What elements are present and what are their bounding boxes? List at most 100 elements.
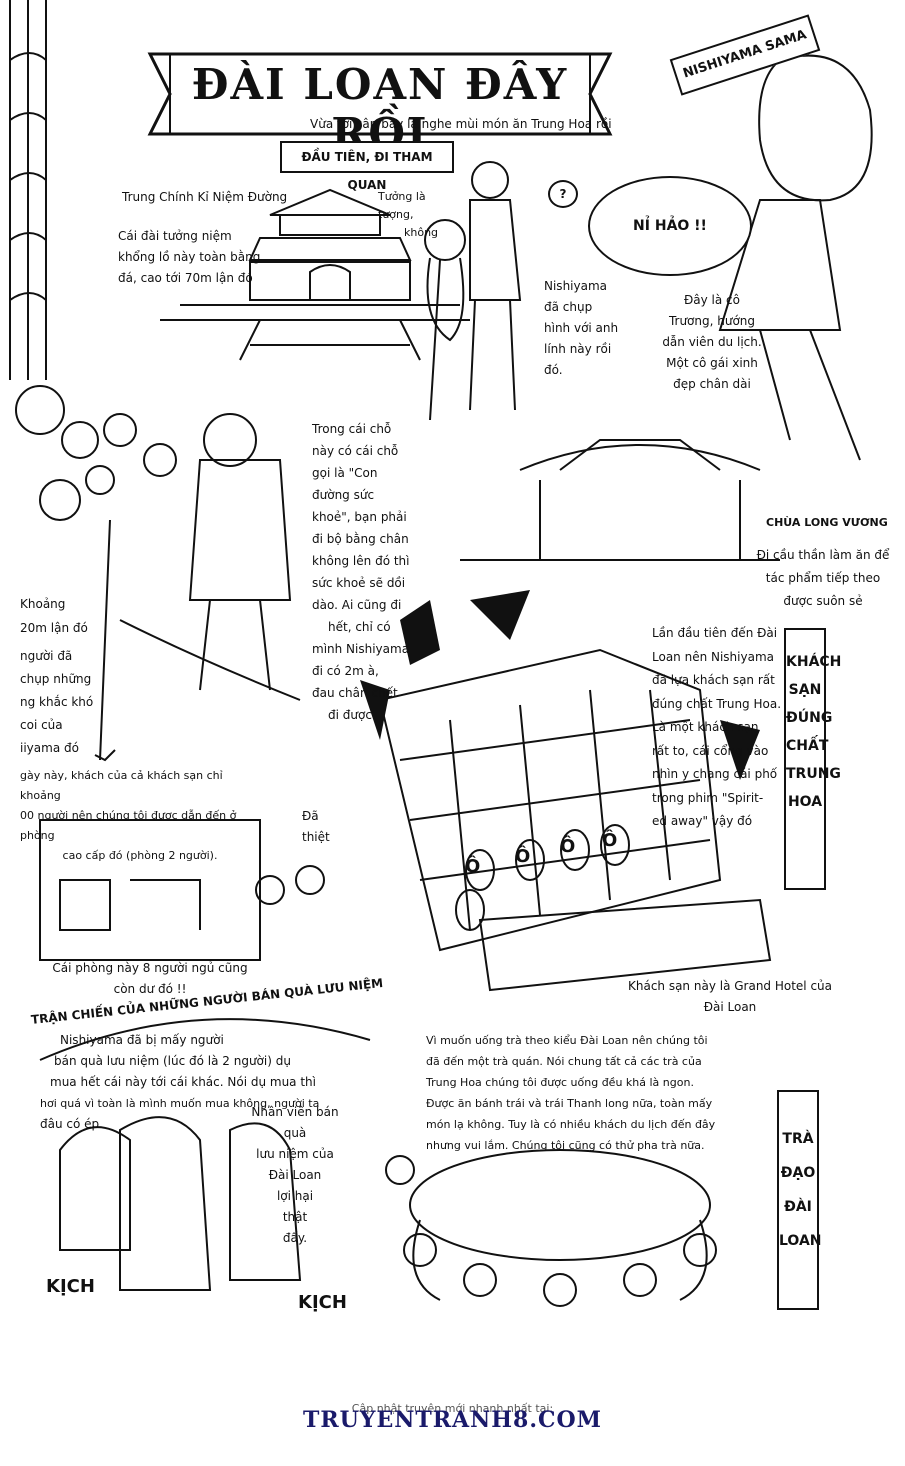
- intro-text: Vừa tới sân bay là nghe mùi món ăn Trung…: [310, 117, 612, 131]
- tea-desc-line: Vì muốn uống trà theo kiểu Đài Loan nên …: [426, 1034, 708, 1047]
- tea-title-line: TRÀ: [782, 1131, 814, 1147]
- hotel-title-line: ĐÚNG: [786, 710, 833, 726]
- sfx-left: KỊCH: [46, 1276, 95, 1297]
- footer-site-link[interactable]: TRUYENTRANH8.COM: [302, 1407, 603, 1433]
- health-path-line: dào. Ai cũng đi: [312, 598, 402, 612]
- health-path-note: Trong cái chỗ này có cái chỗ gọi là "Con…: [312, 418, 422, 726]
- height-note-line: 20m lận đó: [20, 621, 88, 635]
- battle-desc-line: mua hết cái này tới cái khác. Nói dụ mua…: [50, 1075, 316, 1089]
- room-note-line: gày này, khách của cả khách sạn chỉ khoả…: [20, 769, 223, 802]
- temple-desc-line: Đi cầu thần làm ăn để: [756, 548, 890, 562]
- room-note: gày này, khách của cả khách sạn chỉ khoả…: [20, 766, 260, 866]
- seller-note-line: Nhân viên bán quà: [251, 1105, 339, 1140]
- seller-note-line: thật: [282, 1210, 308, 1224]
- temple-desc-line: tác phẩm tiếp theo: [765, 571, 881, 585]
- temple-desc-line: được suôn sẻ: [783, 594, 863, 608]
- height-note: Khoảng 20m lận đó: [20, 592, 100, 640]
- statue-note-line: Tưởng là tượng,: [378, 190, 426, 221]
- health-path-line: sức khoẻ sẽ dồi: [312, 576, 406, 590]
- soldier-note: Nishiyama đã chụp hình với anh lính này …: [544, 276, 634, 381]
- hotel-sfx: Ô: [560, 836, 576, 857]
- section-sightseeing: ĐẦU TIÊN, ĐI THAM QUAN: [280, 141, 454, 192]
- tea-title-line: ĐẠO: [780, 1165, 816, 1181]
- seller-note-line: Đài Loan: [268, 1168, 322, 1182]
- statue-note: Tưởng là tượng, không: [378, 188, 458, 242]
- question-bubble: ?: [548, 180, 578, 208]
- tea-desc-line: Được ăn bánh trái và trái Thanh long nữa…: [426, 1097, 713, 1110]
- greeting-bubble: NỈ HẢO !!: [588, 176, 752, 276]
- room-caption-line: Cái phòng này 8 người ngủ cũng: [52, 961, 248, 975]
- tea-desc: Vì muốn uống trà theo kiểu Đài Loan nên …: [426, 1030, 776, 1156]
- hotel-sfx: Ô: [515, 846, 531, 867]
- hotel-sfx: Ô: [602, 830, 618, 851]
- hotel-desc-line: rất to, cái cổng vào: [652, 743, 769, 758]
- memorial-desc-line: khổng lồ này toàn bằng: [118, 250, 261, 264]
- battle-desc-line: đâu có ép.: [40, 1117, 103, 1131]
- battle-desc-line: Nishiyama đã bị mấy người: [60, 1033, 224, 1047]
- guide-note-line: Một cô gái xinh: [666, 356, 758, 370]
- health-path-line: đi được: [328, 708, 372, 722]
- health-path-line: đi có 2m à,: [312, 664, 379, 678]
- battle-desc-line: bán quà lưu niệm (lúc đó là 2 người) dụ: [54, 1054, 291, 1068]
- hotel-desc-line: Là một khách sạn: [652, 720, 759, 734]
- tea-title-line: LOAN: [779, 1233, 822, 1249]
- hotel-desc-line: đã lựa khách sạn rất: [652, 673, 775, 687]
- tea-desc-line: Trung Hoa chúng tôi được uống đều khá là…: [426, 1076, 694, 1089]
- statue-note-line: không: [404, 226, 439, 239]
- soldier-note-line: Nishiyama: [544, 279, 607, 293]
- memorial-desc-line: Cái đài tưởng niệm: [118, 229, 232, 243]
- hotel-caption: Khách sạn này là Grand Hotel của Đài Loa…: [620, 976, 840, 1018]
- hotel-desc-line: Lần đầu tiên đến Đài: [652, 626, 778, 640]
- health-path-line: mình Nishiyama: [312, 642, 410, 656]
- tea-desc-line: đã đến một trà quán. Nói chung tất cả cá…: [426, 1055, 702, 1068]
- guide-note-line: đẹp chân dài: [673, 377, 751, 391]
- surprised-note-line: thiệt: [302, 830, 330, 844]
- health-path-line: đường sức: [312, 488, 375, 502]
- battle-desc-line: hơi quá vì toàn là mình muốn mua không, …: [40, 1097, 320, 1110]
- seller-note-line: lợi hại: [276, 1189, 314, 1203]
- left-partial-line: chụp những: [20, 672, 92, 686]
- footer-note: Cập nhật truyện mới nhanh nhất tại:: [351, 1402, 554, 1415]
- memorial-desc: Cái đài tưởng niệm khổng lồ này toàn bằn…: [118, 226, 298, 289]
- hotel-title-line: TRUNG: [786, 766, 841, 782]
- guide-note-line: Đây là cô: [683, 293, 740, 307]
- hotel-caption-line: Đài Loan: [703, 1000, 757, 1014]
- hotel-desc-line: trong phim "Spirit-: [652, 790, 764, 805]
- tea-desc-line: món lạ không. Tuy là có nhiều khách du l…: [426, 1118, 716, 1131]
- guide-note-line: Trương, hướng: [668, 314, 756, 328]
- room-note-line: cao cấp đó (phòng 2 người).: [62, 849, 218, 862]
- tea-title-line: ĐÀI: [784, 1199, 812, 1215]
- hotel-title-line: CHẤT: [786, 738, 829, 754]
- surprised-note: Đã thiệt: [302, 806, 342, 848]
- hotel-title-line: SẠN: [788, 682, 822, 698]
- soldier-note-line: đã chụp: [544, 300, 593, 314]
- height-note-line: Khoảng: [20, 597, 66, 611]
- sfx-right: KỊCH: [298, 1292, 347, 1313]
- seller-note-line: đấy.: [282, 1231, 308, 1245]
- guide-note-line: dẫn viên du lịch.: [662, 335, 762, 349]
- hotel-desc-line: ed away" vậy đó: [652, 814, 753, 828]
- health-path-line: đau chân chết: [312, 686, 398, 700]
- temple-desc: Đi cầu thần làm ăn để tác phẩm tiếp theo…: [748, 544, 898, 613]
- surprised-note-line: Đã: [302, 809, 319, 823]
- health-path-line: không lên đó thì: [312, 554, 410, 568]
- room-caption-line: còn dư đó !!: [113, 982, 187, 996]
- title-banner: ĐÀI LOAN ĐÂY RỒI: [120, 48, 640, 158]
- guide-note: Đây là cô Trương, hướng dẫn viên du lịch…: [652, 290, 772, 395]
- health-path-line: đi bộ bằng chân: [312, 532, 409, 546]
- hotel-caption-line: Khách sạn này là Grand Hotel của: [627, 979, 833, 993]
- health-path-line: Trong cái chỗ: [312, 422, 392, 436]
- left-partial-line: người đã: [20, 649, 73, 663]
- hotel-desc: Lần đầu tiên đến Đài Loan nên Nishiyama …: [652, 622, 782, 834]
- soldier-note-line: hình với anh: [544, 321, 619, 335]
- left-partial-line: coi của: [20, 718, 63, 732]
- soldier-note-line: đó.: [544, 363, 563, 377]
- health-path-line: khoẻ", bạn phải: [312, 510, 407, 524]
- health-path-line: hết, chỉ có: [328, 620, 391, 634]
- seller-note: Nhân viên bán quà lưu niệm của Đài Loan …: [240, 1102, 350, 1249]
- soldier-note-line: lính này rồi: [544, 342, 612, 356]
- left-partial-line: iiyama đó: [20, 741, 79, 755]
- ribbon-shape: [147, 52, 613, 136]
- hotel-desc-line: đúng chất Trung Hoa.: [652, 696, 782, 711]
